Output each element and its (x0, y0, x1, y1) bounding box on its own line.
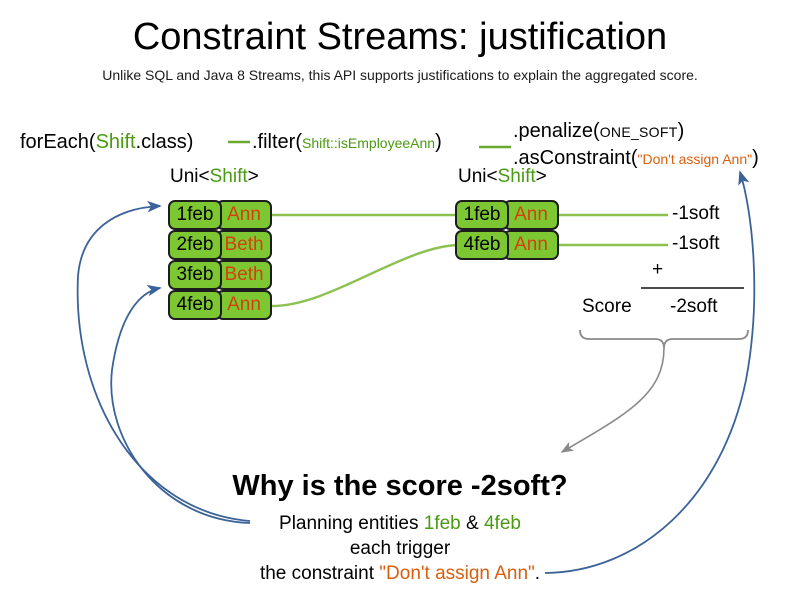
code-terminal-block: .penalize(ONE_SOFT) .asConstraint("Don't… (513, 118, 759, 172)
code-filter-method-ref: Shift::isEmployeeAnn (302, 135, 436, 151)
explanation-line-3-prefix: the constraint (259, 563, 380, 584)
right-tuple-list: 1feb Ann 4feb Ann (455, 200, 559, 260)
code-filter-suffix: ) (435, 131, 442, 153)
tuple-cell-date: 3feb (168, 260, 222, 290)
tuple-connector-4feb (271, 243, 458, 308)
slide-title: Constraint Streams: justification (132, 16, 668, 58)
tuple-cell-employee: Ann (216, 200, 272, 230)
slide-subtitle: Unlike SQL and Java 8 Streams, this API … (102, 67, 698, 83)
penalty-value-1: -1soft (672, 203, 720, 224)
explanation-line-2: each trigger (349, 538, 451, 559)
code-as-constraint-prefix: .asConstraint( (513, 147, 638, 169)
table-row[interactable]: 4feb Ann (168, 290, 272, 320)
sum-operator: + (652, 259, 664, 280)
code-foreach-type: Shift (95, 131, 136, 153)
table-row[interactable]: 4feb Ann (455, 230, 559, 260)
right-stream-header-type: Shift (497, 166, 536, 187)
explanation-heading: Why is the score -2soft? (232, 470, 568, 502)
right-stream-header: Uni<Shift> (458, 166, 547, 188)
score-explanation-arrow (560, 347, 665, 453)
left-stream-header: Uni<Shift> (170, 166, 259, 188)
code-penalize-arg: ONE_SOFT (599, 124, 678, 140)
score-label: Score (582, 296, 632, 317)
code-foreach: forEach(Shift.class) (20, 131, 193, 154)
left-tuple-list: 1feb Ann 2feb Beth 3feb Beth 4feb Ann (168, 200, 272, 320)
score-brace (579, 329, 749, 349)
left-stream-header-type: Shift (209, 166, 248, 187)
right-stream-header-prefix: Uni< (458, 166, 498, 187)
tuple-cell-date: 4feb (168, 290, 222, 320)
tuple-cell-employee: Ann (503, 200, 559, 230)
code-as-constraint-suffix: ) (752, 147, 759, 169)
tuple-cell-employee: Ann (503, 230, 559, 260)
tuple-cell-date: 2feb (168, 230, 222, 260)
tuple-cell-date: 1feb (168, 200, 222, 230)
code-penalize-prefix: .penalize( (513, 120, 600, 142)
right-stream-header-suffix: > (535, 166, 547, 187)
left-stream-header-prefix: Uni< (170, 166, 210, 187)
table-row[interactable]: 3feb Beth (168, 260, 272, 290)
code-as-constraint-arg: "Don't assign Ann" (637, 151, 753, 167)
tuple-cell-date: 4feb (455, 230, 509, 260)
score-total-value: -2soft (670, 296, 718, 317)
table-row[interactable]: 1feb Ann (168, 200, 272, 230)
sum-divider (641, 287, 744, 289)
tuple-cell-employee: Beth (216, 230, 272, 260)
explanation-entity-1feb: 1feb (423, 513, 461, 534)
code-penalize-suffix: ) (677, 120, 685, 142)
code-filter-prefix: .filter( (252, 131, 302, 153)
explanation-line-3: the constraint "Don't assign Ann". (0, 561, 800, 586)
tuple-cell-employee: Beth (216, 260, 272, 290)
tuple-cell-date: 1feb (455, 200, 509, 230)
explanation-line-1-amp: & (460, 513, 484, 534)
explanation-line-1-prefix: Planning entities (279, 513, 424, 534)
explanation-line-1: Planning entities 1feb & 4feb (0, 511, 800, 536)
code-penalize: .penalize(ONE_SOFT) (513, 118, 759, 145)
explanation-line-3-suffix: . (534, 563, 541, 584)
code-as-constraint: .asConstraint("Don't assign Ann") (513, 145, 759, 172)
code-foreach-suffix: .class) (135, 131, 194, 153)
explanation-body: Planning entities 1feb & 4feb each trigg… (0, 511, 800, 586)
table-row[interactable]: 2feb Beth (168, 230, 272, 260)
explanation-constraint-name: "Don't assign Ann" (379, 563, 535, 584)
table-row[interactable]: 1feb Ann (455, 200, 559, 230)
code-foreach-prefix: forEach( (20, 131, 96, 153)
code-filter: .filter(Shift::isEmployeeAnn) (252, 131, 442, 154)
penalty-value-2: -1soft (672, 233, 720, 254)
tuple-cell-employee: Ann (216, 290, 272, 320)
left-stream-header-suffix: > (247, 166, 259, 187)
explanation-entity-4feb: 4feb (483, 513, 521, 534)
